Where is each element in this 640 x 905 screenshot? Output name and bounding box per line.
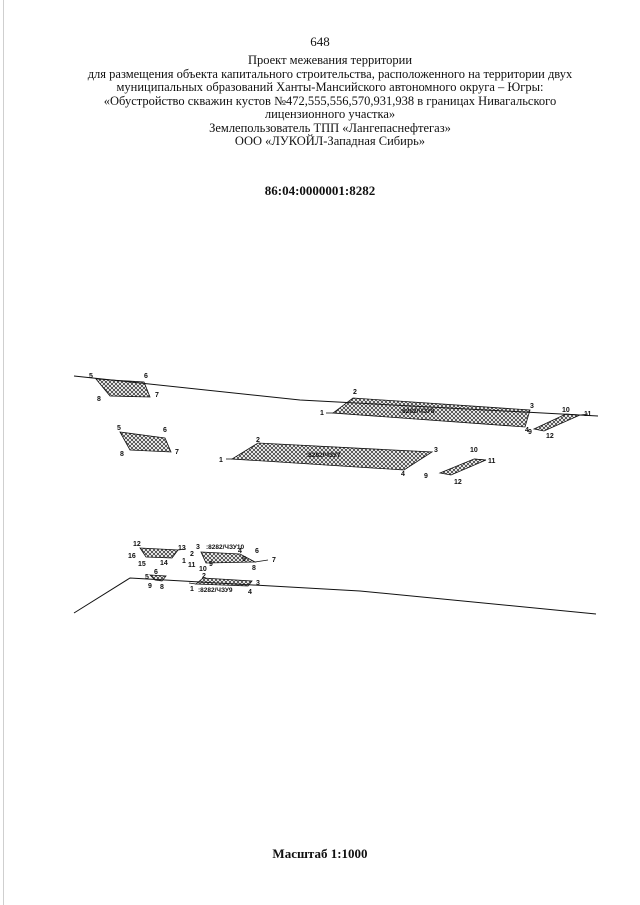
vertex-label: 6 <box>255 548 259 555</box>
header-line: для размещения объекта капитального стро… <box>87 66 573 81</box>
header-line: ООО «ЛУКОЙЛ-Западная Сибирь» <box>234 134 426 148</box>
plot-polygon <box>230 442 434 471</box>
plot-label: :8282/ЧЗУ8 <box>400 408 435 415</box>
leader-line <box>254 559 269 563</box>
vertex-label: 14 <box>160 560 168 567</box>
vertex-label: 8 <box>120 451 124 458</box>
vertex-label: 11 <box>188 562 196 569</box>
vertex-label: 12 <box>454 479 462 486</box>
vertex-label: 9 <box>528 429 532 436</box>
vertex-label: 8 <box>160 584 164 591</box>
vertex-label: 9 <box>209 561 213 568</box>
leader-line <box>188 582 197 585</box>
vertex-label: 5 <box>117 425 121 432</box>
vertex-label: 11 <box>584 411 592 418</box>
vertex-label: 10 <box>562 407 570 414</box>
vertex-label: 13 <box>178 545 186 552</box>
vertex-label: 6 <box>144 373 148 380</box>
vertex-label: 4 <box>248 589 252 596</box>
plot-polygon <box>95 378 151 398</box>
vertex-label: 3 <box>530 403 534 410</box>
vertex-label: 1 <box>182 558 186 565</box>
page-edge <box>3 0 4 905</box>
vertex-label: 5 <box>145 574 149 581</box>
leader-line <box>473 458 487 461</box>
plot-label: :8282/ЧЗУ10 <box>206 544 244 551</box>
vertex-label: 15 <box>138 561 146 568</box>
vertex-label: 2 <box>190 551 194 558</box>
plot-polygon <box>194 577 253 587</box>
plot-label: :8282/ЧЗУ9 <box>198 587 233 594</box>
document-header: Проект межевания территории для размещен… <box>60 53 600 149</box>
vertex-label: 9 <box>148 583 152 590</box>
vertex-label: 2 <box>256 437 260 444</box>
vertex-label: 12 <box>133 541 141 548</box>
vertex-label: 3 <box>256 580 260 587</box>
vertex-label: 6 <box>163 427 167 434</box>
cadastral-number: 86:04:0000001:8282 <box>264 183 376 198</box>
vertex-label: 1 <box>190 586 194 593</box>
vertex-label: 11 <box>488 458 496 465</box>
boundary-line-lower <box>73 577 597 615</box>
vertex-label: 12 <box>546 433 554 440</box>
map-scale: Масштаб 1:1000 <box>272 846 368 861</box>
header-line: лицензионного участка» <box>264 107 396 121</box>
vertex-label: 7 <box>155 392 159 399</box>
vertex-label: 1 <box>219 457 223 464</box>
plot-polygon <box>331 397 531 428</box>
header-line: муниципальных образований Ханты-Мансийск… <box>116 80 544 94</box>
vertex-label: 6 <box>154 569 158 576</box>
vertex-label: 10 <box>199 566 207 573</box>
vertex-label: 4 <box>238 548 242 555</box>
vertex-label: 8 <box>252 565 256 572</box>
leader-line <box>579 413 589 416</box>
header-line: Землепользователь ТПП «Лангепаснефтегаз» <box>209 120 451 135</box>
header-line: «Обустройство скважин кустов №472,555,55… <box>103 93 557 108</box>
vertex-label: 1 <box>320 410 324 417</box>
header-line: Проект межевания территории <box>247 53 413 67</box>
page-number: 648 <box>310 34 330 49</box>
vertex-label: 7 <box>175 449 179 456</box>
vertex-label: 3 <box>434 447 438 454</box>
vertex-label: 4 <box>401 471 405 478</box>
plot-polygon <box>119 431 172 453</box>
plot-polygon <box>139 547 179 559</box>
vertex-label: 16 <box>128 553 136 560</box>
vertex-label: 9 <box>424 473 428 480</box>
plot-polygon <box>532 413 581 432</box>
plot-label: :8282/ЧЗУ7 <box>306 452 341 459</box>
vertex-label: 5 <box>242 556 246 563</box>
vertex-label: 3 <box>196 544 200 551</box>
vertex-label: 5 <box>89 373 93 380</box>
vertex-label: 10 <box>470 447 478 454</box>
plot-polygon <box>148 574 167 582</box>
leader-line <box>177 548 187 551</box>
vertex-label: 2 <box>353 389 357 396</box>
vertex-label: 7 <box>272 557 276 564</box>
vertex-label: 4 <box>525 427 529 434</box>
vertex-label: 8 <box>97 396 101 403</box>
vertex-label: 2 <box>202 573 206 580</box>
plot-polygon <box>438 458 487 476</box>
